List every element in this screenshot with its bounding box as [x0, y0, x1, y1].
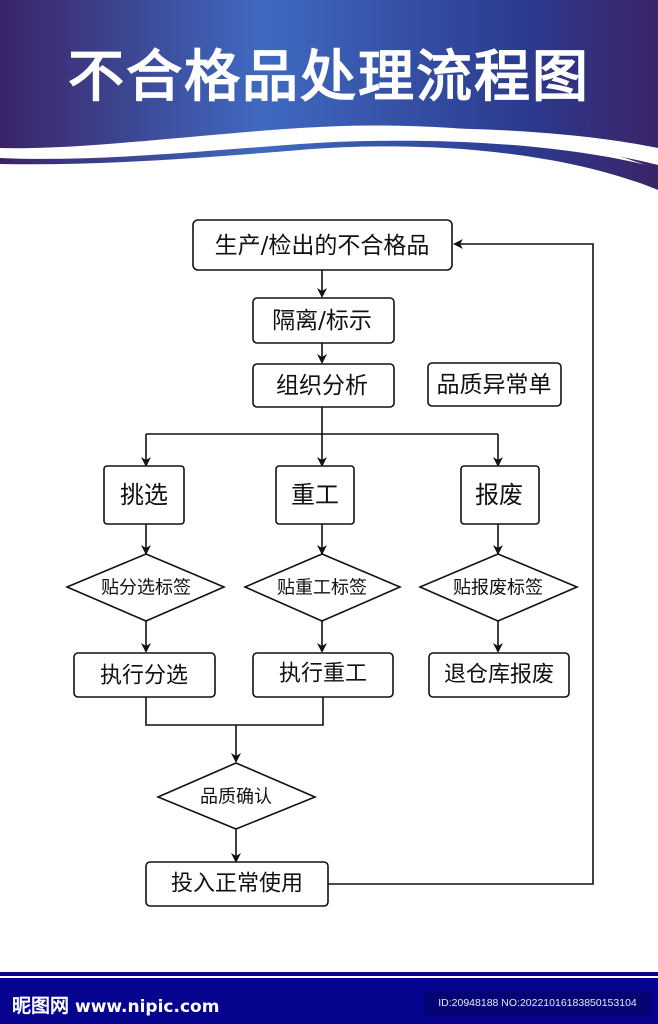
node-confirm-diamond — [155, 762, 318, 830]
node-rework-label-diamond — [242, 553, 403, 622]
node-scrap-box — [460, 465, 540, 525]
node-note-text: 品质异常单 — [437, 372, 552, 398]
node-start-text: 生产/检出的不合格品 — [215, 233, 430, 259]
node-start-box — [192, 219, 453, 271]
node-analyze-text: 组织分析 — [276, 373, 368, 399]
node-confirm-text: 品质确认 — [200, 787, 272, 808]
node-pick-text: 挑选 — [120, 481, 168, 509]
image-id-badge: ID:20948188 NO:20221016183850153104 — [424, 991, 651, 1016]
header-banner — [0, 0, 658, 190]
node-exec-scrap-text: 退仓库报废 — [444, 663, 554, 688]
node-scrap-label-text: 贴报废标签 — [453, 578, 543, 599]
node-pick-label-text: 贴分选标签 — [101, 578, 191, 599]
connector-merge — [145, 697, 324, 726]
node-pick-label-diamond — [64, 553, 227, 622]
node-scrap-label-diamond — [417, 553, 580, 622]
node-end-box — [145, 861, 329, 907]
node-exec-pick-text: 执行分选 — [100, 664, 188, 689]
site-link[interactable]: www.nipic.com — [75, 997, 220, 1017]
node-isolate-box — [252, 297, 395, 344]
node-rework-label-text: 贴重工标签 — [277, 578, 367, 599]
page-title: 不合格品处理流程图 — [68, 45, 590, 110]
node-exec-rework-box — [252, 652, 394, 698]
connector-loop-back — [328, 239, 594, 885]
node-isolate-text: 隔离/标示 — [272, 308, 372, 334]
node-note-box — [427, 362, 562, 407]
node-rework-box — [275, 465, 355, 525]
node-exec-pick-box — [73, 652, 216, 698]
node-analyze-box — [252, 363, 395, 408]
node-end-text: 投入正常使用 — [171, 872, 303, 897]
node-pick-box — [103, 465, 185, 525]
logo-text: 昵图网 — [12, 995, 70, 1017]
node-exec-rework-text: 执行重工 — [279, 662, 367, 687]
node-rework-text: 重工 — [291, 481, 339, 509]
node-exec-scrap-box — [428, 652, 570, 698]
node-scrap-text: 报废 — [475, 481, 523, 509]
footer-divider — [0, 976, 658, 978]
